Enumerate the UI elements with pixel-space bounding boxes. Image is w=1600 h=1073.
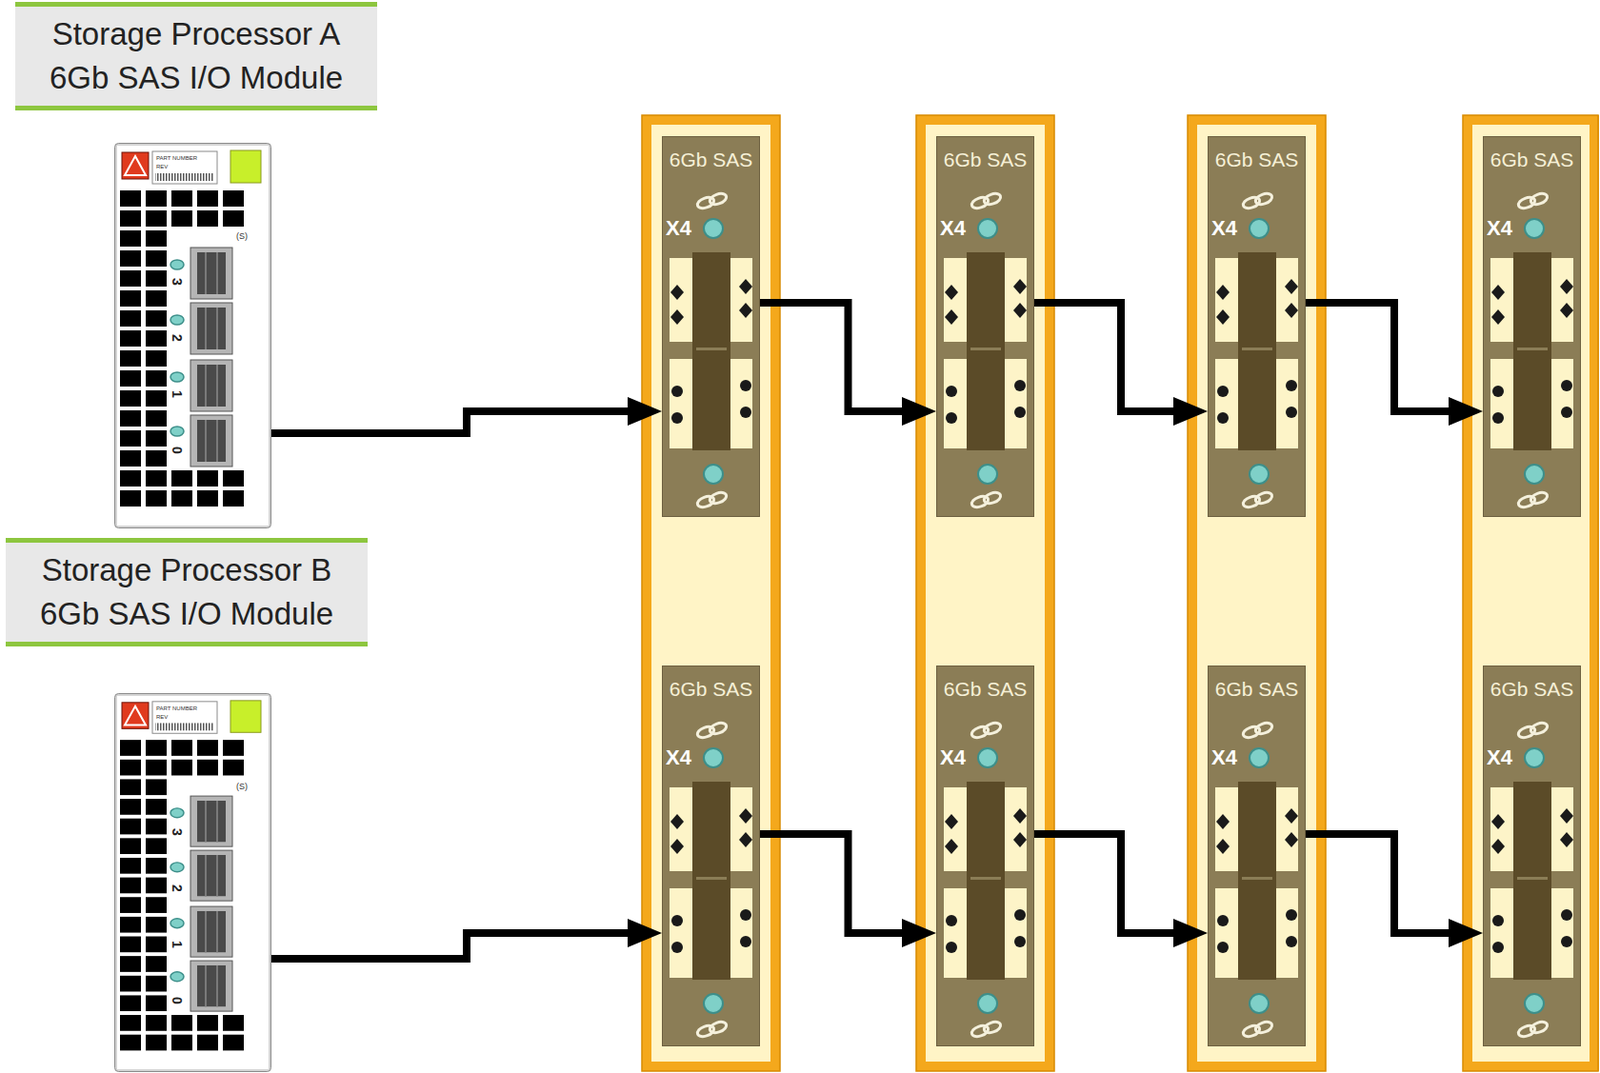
enclosure-edge — [916, 115, 1055, 1072]
enclosure — [920, 120, 1050, 1067]
module-drawing — [115, 143, 272, 529]
card-drawing — [1483, 137, 1581, 518]
part-number-text: PART NUMBER — [156, 705, 198, 712]
sas-cable — [271, 411, 643, 434]
card-art — [1207, 136, 1306, 518]
card-drawing — [662, 137, 760, 518]
lane-width-label: X4 — [1211, 216, 1238, 241]
module-art — [114, 693, 272, 1073]
lane-width-label: X4 — [1211, 745, 1238, 771]
lcc-card: 6Gb SAS X4 — [936, 136, 1035, 518]
enclosure — [1467, 120, 1595, 1067]
lane-width-label: X4 — [940, 745, 966, 771]
processor-label: Storage Processor B 6Gb SAS I/O Module — [5, 538, 368, 647]
port-number: 2 — [167, 879, 187, 899]
rev-text: REV — [156, 163, 168, 170]
card-label: 6Gb SAS — [1207, 147, 1306, 173]
lcc-card: 6Gb SAS X4 — [1207, 136, 1306, 518]
card-label: 6Gb SAS — [1482, 677, 1581, 702]
lcc-card: 6Gb SAS X4 — [1207, 665, 1306, 1047]
disk-enclosures — [641, 115, 1599, 1072]
card-drawing — [662, 666, 760, 1047]
sas-cable — [1034, 302, 1189, 412]
processor-title: Storage Processor B 6Gb SAS I/O Module — [19, 548, 355, 637]
lcc-card: 6Gb SAS X4 — [661, 665, 760, 1047]
lcc-card: 6Gb SAS X4 — [1482, 665, 1581, 1047]
card-art — [661, 665, 760, 1047]
card-drawing — [937, 666, 1035, 1047]
port-number: 1 — [167, 384, 187, 404]
lane-width-label: X4 — [665, 745, 692, 771]
card-art — [1207, 665, 1306, 1047]
card-drawing — [1208, 137, 1306, 518]
lane-width-label: X4 — [940, 216, 966, 241]
port-number: 2 — [167, 328, 187, 348]
enclosure-edge — [1187, 115, 1326, 1072]
sas-cable — [1305, 834, 1464, 934]
enclosure-edge — [641, 115, 780, 1072]
card-label: 6Gb SAS — [1207, 677, 1306, 702]
enclosure — [646, 120, 776, 1067]
card-label: 6Gb SAS — [936, 677, 1035, 702]
card-label: 6Gb SAS — [661, 677, 760, 702]
card-label: 6Gb SAS — [1482, 147, 1581, 173]
sas-cable — [760, 302, 918, 412]
lane-width-label: X4 — [1486, 216, 1513, 241]
port-group-mark: (S) — [236, 232, 248, 241]
lcc-card: 6Gb SAS X4 — [1482, 136, 1581, 518]
io-module: 3 2 1 0 PART NUMBER REV (S) — [114, 142, 272, 529]
lcc-card: 6Gb SAS X4 — [661, 136, 760, 518]
card-drawing — [937, 137, 1035, 518]
sas-cable — [271, 933, 643, 960]
module-art — [114, 142, 272, 529]
port-number: 0 — [167, 991, 187, 1011]
lane-width-label: X4 — [665, 216, 692, 241]
sas-cable — [760, 834, 918, 934]
card-drawing — [1208, 666, 1306, 1047]
card-art — [936, 136, 1035, 518]
module-drawing — [115, 693, 272, 1072]
card-label: 6Gb SAS — [661, 147, 760, 173]
lcc-card: 6Gb SAS X4 — [936, 665, 1035, 1047]
processor-title: Storage Processor A 6Gb SAS I/O Module — [28, 12, 364, 100]
enclosure — [1192, 120, 1321, 1067]
port-number: 0 — [167, 440, 187, 460]
port-number: 3 — [167, 272, 187, 292]
sas-cable — [1305, 302, 1464, 412]
card-art — [661, 136, 760, 518]
card-art — [1482, 136, 1581, 518]
port-number: 1 — [167, 935, 187, 955]
processor-label: Storage Processor A 6Gb SAS I/O Module — [15, 1, 378, 111]
enclosure-edge — [1462, 115, 1599, 1072]
port-group-mark: (S) — [236, 782, 248, 792]
port-number: 3 — [167, 822, 187, 842]
card-label: 6Gb SAS — [936, 147, 1035, 173]
card-art — [936, 665, 1035, 1047]
rev-text: REV — [156, 714, 168, 720]
card-drawing — [1483, 666, 1581, 1047]
lane-width-label: X4 — [1486, 745, 1513, 771]
part-number-text: PART NUMBER — [156, 155, 198, 161]
io-module: 3 2 1 0 PART NUMBER REV (S) — [114, 693, 272, 1073]
card-art — [1482, 665, 1581, 1047]
sas-cable — [1034, 834, 1189, 934]
